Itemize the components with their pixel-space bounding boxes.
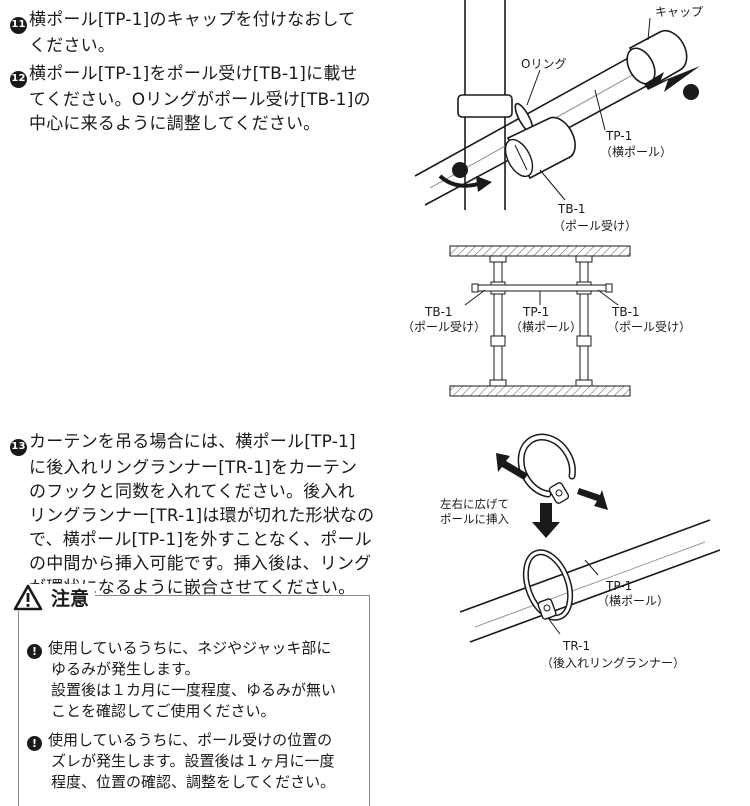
step-text-line: のフックと同数を入れてください。後入れ xyxy=(29,481,355,502)
figure-pole-installation: 11 12 キャップ Oリング TP-1 （横ポール） TB-1 （ポール受け） xyxy=(414,0,703,233)
step-text-line: 中心に来るように調整してください。 xyxy=(29,113,321,134)
caution-box: 注意 !使用しているうちに、ネジやジャッキ部に ゆるみが発生します。 設置後は１… xyxy=(11,584,370,806)
oring-label: Oリング xyxy=(521,57,566,71)
tp1-label: TP-1 xyxy=(522,305,549,319)
tp1-sub-label: （横ポール） xyxy=(600,145,672,159)
exclamation-icon: ! xyxy=(27,644,42,659)
tb1-right-label: TB-1 xyxy=(611,305,640,319)
step-text-line: で、横ポール[TP-1]を外すことなく、ポール xyxy=(29,529,372,550)
spread-label-2: ポールに挿入 xyxy=(440,512,509,526)
tb1-label: TB-1 xyxy=(557,202,586,216)
left-vertical-pole xyxy=(489,255,507,387)
floor xyxy=(449,385,631,397)
step-12-marker xyxy=(452,162,468,178)
cap-label: キャップ xyxy=(655,5,703,19)
step-text-line: に後入れリングランナー[TR-1]をカーテン xyxy=(29,457,358,478)
warning-triangle-icon xyxy=(13,584,43,611)
step-text-line: リングランナー[TR-1]は環が切れた形状なの xyxy=(29,505,375,526)
installed-ring-runner xyxy=(522,549,574,621)
pole-holder-part xyxy=(504,116,576,180)
step-11-marker xyxy=(683,84,699,100)
spread-left-arrow xyxy=(496,453,528,480)
step-number-badge: 13 xyxy=(10,438,27,456)
tr1-sub-label: （後入れリングランナー） xyxy=(541,656,685,670)
figure-installed-frame: TB-1 （ポール受け） TP-1 （横ポール） TB-1 （ポール受け） xyxy=(402,245,691,397)
insert-arrow xyxy=(644,66,700,92)
svg-text:11: 11 xyxy=(685,89,698,99)
ceiling xyxy=(449,245,631,257)
spread-label-1: 左右に広げて xyxy=(440,497,509,511)
tb1-right-sub-label: （ポール受け） xyxy=(607,320,691,334)
cap-part xyxy=(626,29,688,88)
step-text-line: 横ポール[TP-1]のキャップを付けなおして xyxy=(29,10,356,30)
caution-item: !使用しているうちに、ネジやジャッキ部に ゆるみが発生します。 設置後は１カ月に… xyxy=(27,638,336,722)
step-text-line: カーテンを吊る場合には、横ポール[TP-1] xyxy=(29,432,356,452)
step-text-line: が環状になるように嵌合させてください。 xyxy=(29,577,356,598)
tb1-left-label: TB-1 xyxy=(424,305,453,319)
tb1-left-sub-label: （ポール受け） xyxy=(402,320,486,334)
horizontal-pole xyxy=(475,284,609,292)
tp1-sub-label: （横ポール） xyxy=(510,320,582,334)
tp1-sub-label: （横ポール） xyxy=(597,594,669,608)
step-number-badge: 11 xyxy=(10,16,27,34)
tr1-label: TR-1 xyxy=(562,639,590,653)
step-text-line: ください。 xyxy=(29,35,115,56)
caution-title: 注意 xyxy=(51,588,90,610)
step-number-badge: 12 xyxy=(10,70,27,88)
spread-right-arrow xyxy=(577,488,608,510)
open-ring-runner xyxy=(517,433,576,504)
insert-down-arrow xyxy=(532,503,560,538)
tb1-sub-label: （ポール受け） xyxy=(553,219,637,233)
figure-ring-runner: 左右に広げて ポールに挿入 TP-1 （横ポール） TR-1 （後入れリングラン… xyxy=(440,433,721,670)
svg-text:12: 12 xyxy=(454,167,467,177)
caution-header: 注意 xyxy=(11,584,96,611)
tp1-label: TP-1 xyxy=(605,579,632,593)
rotate-arrow xyxy=(438,174,479,188)
step-text-line: 横ポール[TP-1]をポール受け[TB-1]に載せ xyxy=(29,64,358,84)
exclamation-icon: ! xyxy=(27,736,42,751)
caution-item: !使用しているうちに、ポール受けの位置の ズレが発生します。設置後は１ヶ月に一度… xyxy=(27,730,335,793)
step-text-line: の中間から挿入可能です。挿入後は、リング xyxy=(29,553,372,574)
step-text-line: てください。Oリングがポール受け[TB-1]の xyxy=(29,89,371,110)
tp1-label: TP-1 xyxy=(605,129,632,143)
